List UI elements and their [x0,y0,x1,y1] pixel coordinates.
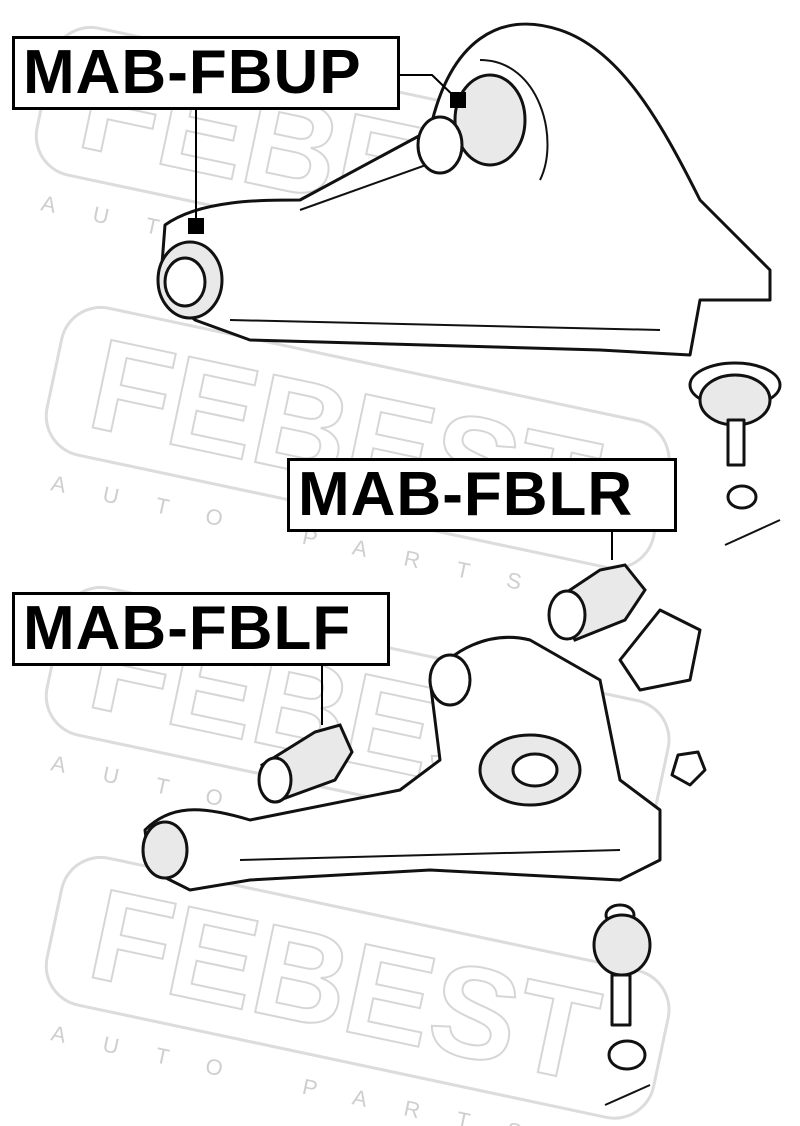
marker-square [450,92,466,108]
leader-lines [195,74,613,725]
label-upper-bushing: MAB-FBUP [12,36,400,110]
label-lower-front-bushing: MAB-FBLF [12,592,390,666]
upper-ball-joint [688,361,782,546]
lower-control-arm [141,635,662,892]
lower-front-bushing-part [257,723,354,804]
watermark: FEBEST AUTO PARTS [44,855,671,1126]
marker-square [188,218,204,234]
lower-ball-joint [592,903,652,1106]
label-lower-rear-bushing: MAB-FBLR [287,458,677,532]
bracket [618,608,707,787]
svg-text:FEBEST: FEBEST [78,860,610,1109]
lower-rear-bushing-part [547,563,647,642]
upper-control-arm [156,22,772,357]
